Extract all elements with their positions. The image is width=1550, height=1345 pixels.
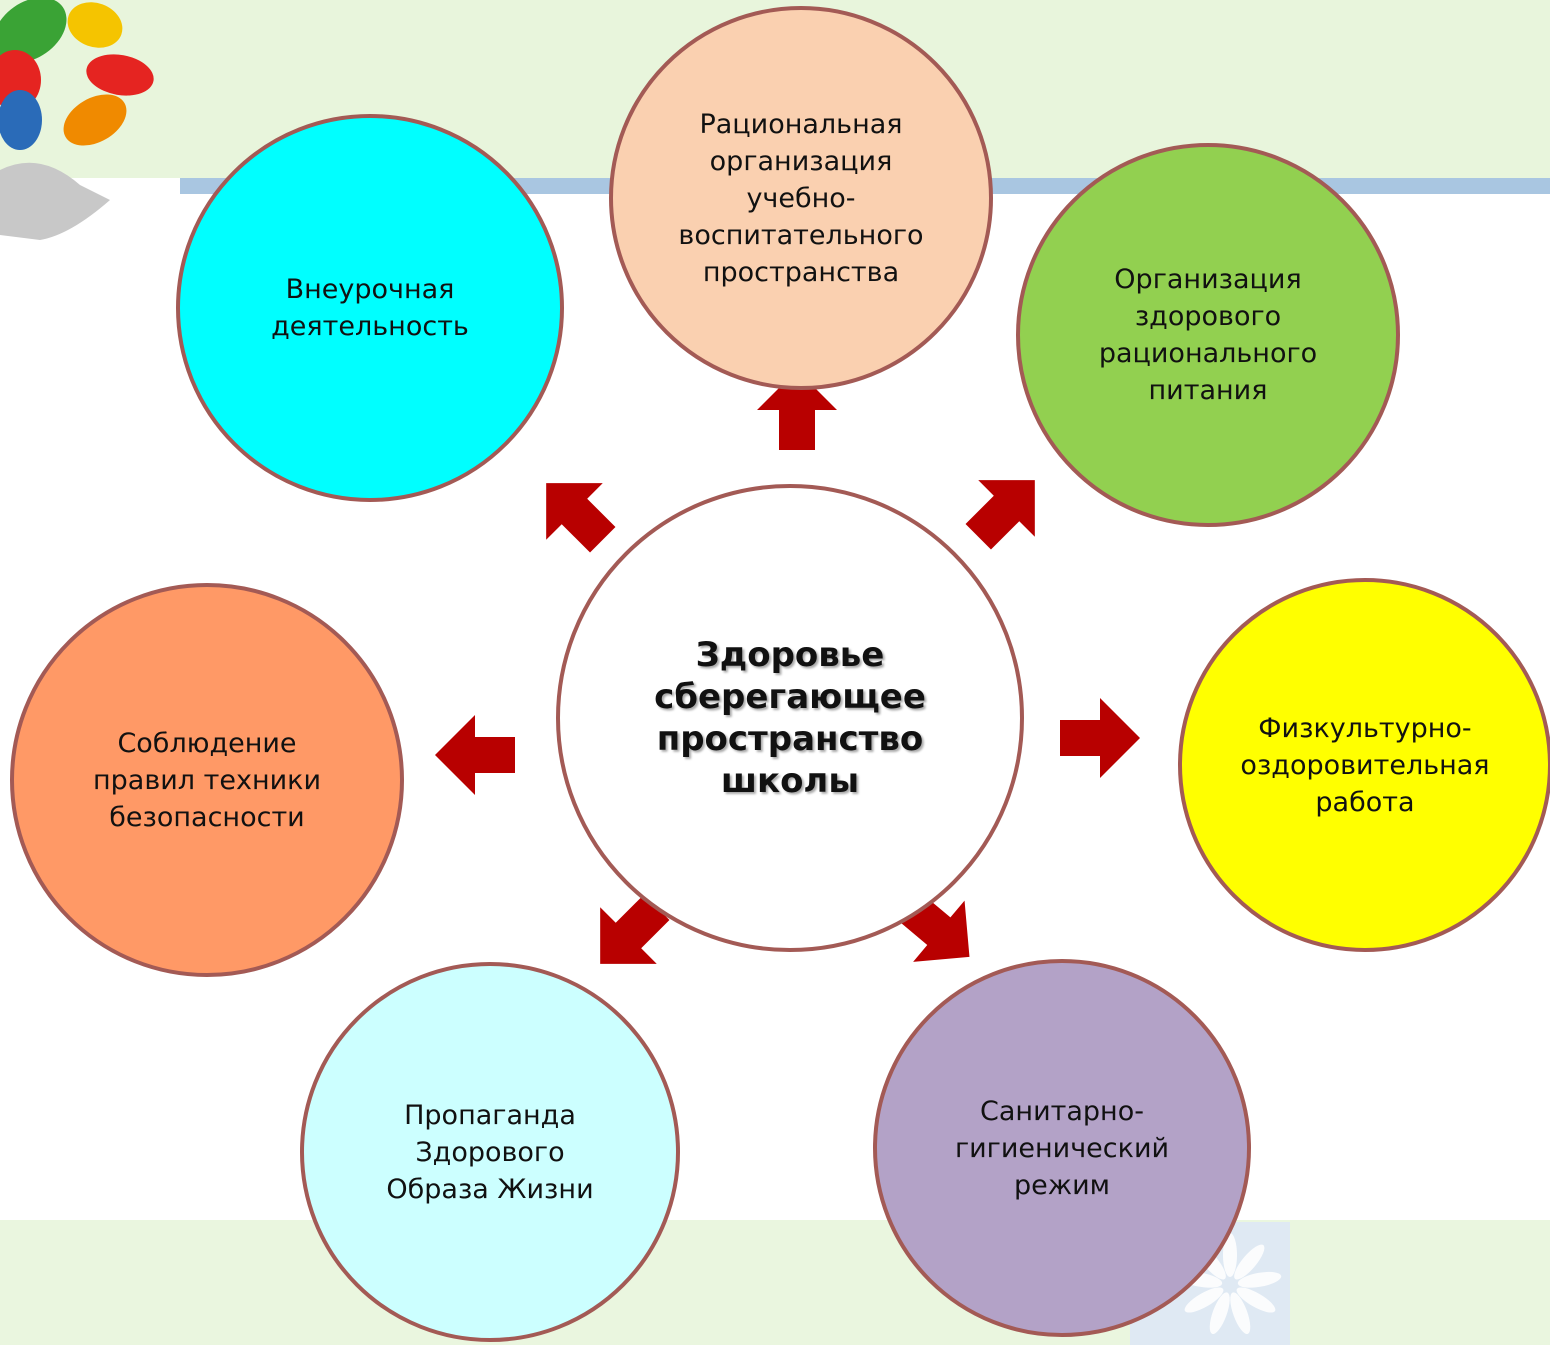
arrow-left-icon	[435, 715, 515, 795]
node-top-circle	[609, 6, 993, 390]
node-top-left-circle	[176, 114, 564, 502]
node-top-right-circle	[1016, 143, 1400, 527]
node-bottom-left-circle	[300, 962, 680, 1342]
arrow-bottom-left-icon	[600, 894, 670, 964]
center-circle	[556, 484, 1024, 952]
arrow-top-icon	[757, 370, 837, 450]
node-right-circle	[1178, 578, 1550, 952]
arrow-top-right-icon	[965, 480, 1035, 550]
node-left-circle	[10, 583, 404, 977]
footer-band	[0, 1220, 1550, 1345]
arrow-top-left-icon	[546, 483, 616, 553]
node-bottom-right-circle	[873, 959, 1251, 1337]
arrow-right-icon	[1060, 698, 1140, 778]
hands-logo-icon	[0, 0, 154, 240]
